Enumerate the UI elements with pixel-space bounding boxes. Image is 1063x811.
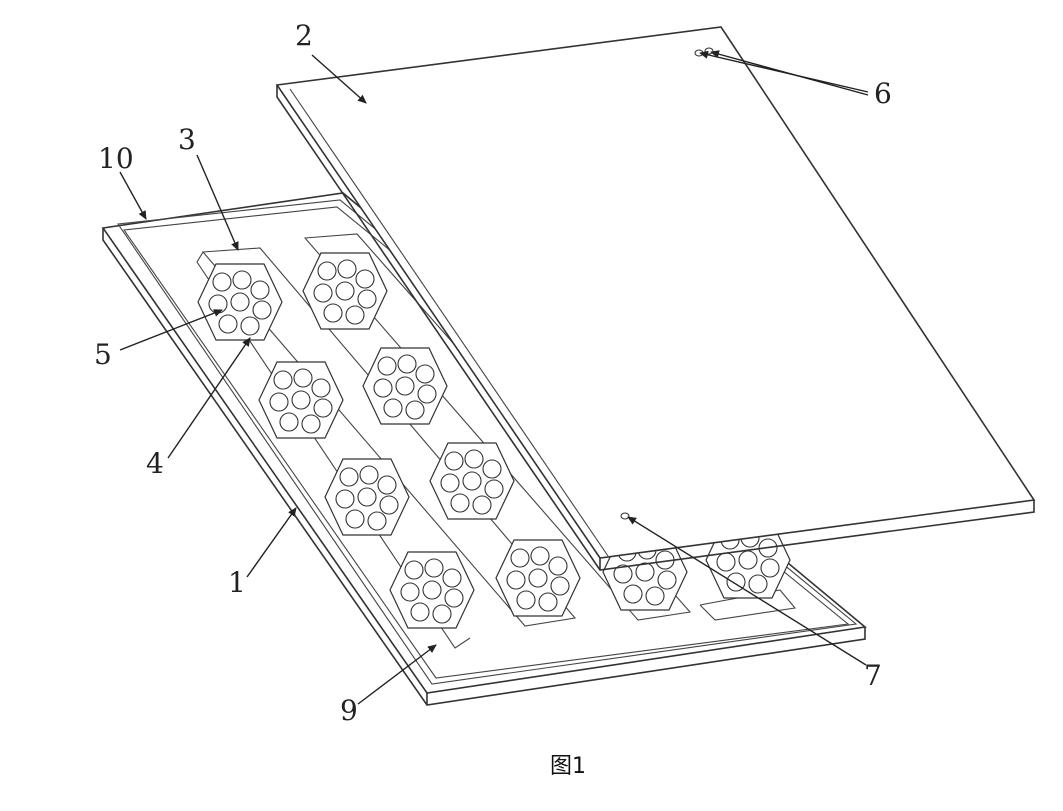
base-plate [101, 192, 867, 706]
figure-caption: 图1 [550, 754, 586, 779]
label-3: 3 [178, 123, 196, 156]
cover-plate [275, 26, 1036, 571]
label-2: 2 [295, 19, 313, 52]
cell-group-row2-a [302, 252, 388, 330]
leader-lines [119, 50, 869, 705]
channel-middle [303, 233, 692, 621]
label-5: 5 [94, 338, 112, 371]
label-10: 10 [98, 142, 134, 175]
channel-left [196, 247, 577, 649]
label-6: 6 [874, 77, 892, 110]
label-7: 7 [864, 659, 882, 692]
label-4: 4 [146, 447, 164, 480]
cell-group-row2-d [495, 539, 581, 617]
label-9: 9 [340, 694, 358, 727]
label-1: 1 [228, 566, 246, 599]
cell-group-row2-b [362, 347, 448, 425]
cell-group-row1-c [324, 458, 410, 536]
cell-group-row1-b [258, 361, 344, 439]
cell-group-row1-d [389, 551, 475, 629]
cell-group-row2-c [429, 442, 515, 520]
cell-group-row1-a [197, 263, 283, 341]
